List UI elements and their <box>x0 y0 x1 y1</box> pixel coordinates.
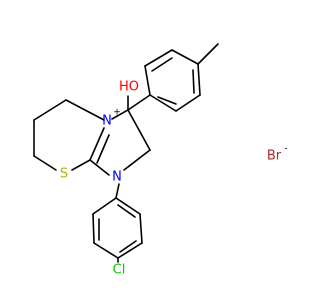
chlorine-label: Cl <box>113 263 126 278</box>
bond <box>157 96 177 105</box>
bond <box>117 242 143 259</box>
bond <box>144 49 173 67</box>
bond <box>117 204 136 218</box>
bond <box>115 183 120 199</box>
bond <box>93 242 119 259</box>
bond <box>115 197 141 215</box>
bond <box>123 149 151 171</box>
sulfur-label: S <box>60 167 68 182</box>
bond <box>65 99 105 121</box>
bond <box>171 49 199 65</box>
cation-nitrogen-label: N <box>102 114 112 129</box>
bond <box>139 213 143 244</box>
bond <box>33 99 67 121</box>
bond <box>119 240 137 253</box>
bond <box>111 109 129 120</box>
bond <box>89 159 110 176</box>
bond <box>151 57 173 72</box>
bond <box>197 63 201 96</box>
positive-charge: + <box>113 108 121 118</box>
ring-nitrogen-label: N <box>112 170 122 185</box>
bond <box>127 94 151 111</box>
bond <box>149 94 177 112</box>
bromide-label: Br <box>267 149 282 164</box>
hydroxyl-label: HO <box>119 80 139 95</box>
bond <box>71 159 91 171</box>
structure-canvas: HO N + S N Cl Br - <box>33 43 288 278</box>
bond <box>89 127 105 161</box>
negative-charge: - <box>284 144 287 154</box>
bond <box>96 134 110 164</box>
bond <box>192 69 195 94</box>
bond <box>197 43 219 65</box>
bond <box>175 94 201 112</box>
bond <box>127 109 151 151</box>
bond <box>92 213 95 244</box>
bond <box>92 197 117 215</box>
bond <box>33 155 57 171</box>
bond <box>144 65 151 96</box>
molecule-drawing: HO N + S N Cl Br - <box>33 43 288 278</box>
